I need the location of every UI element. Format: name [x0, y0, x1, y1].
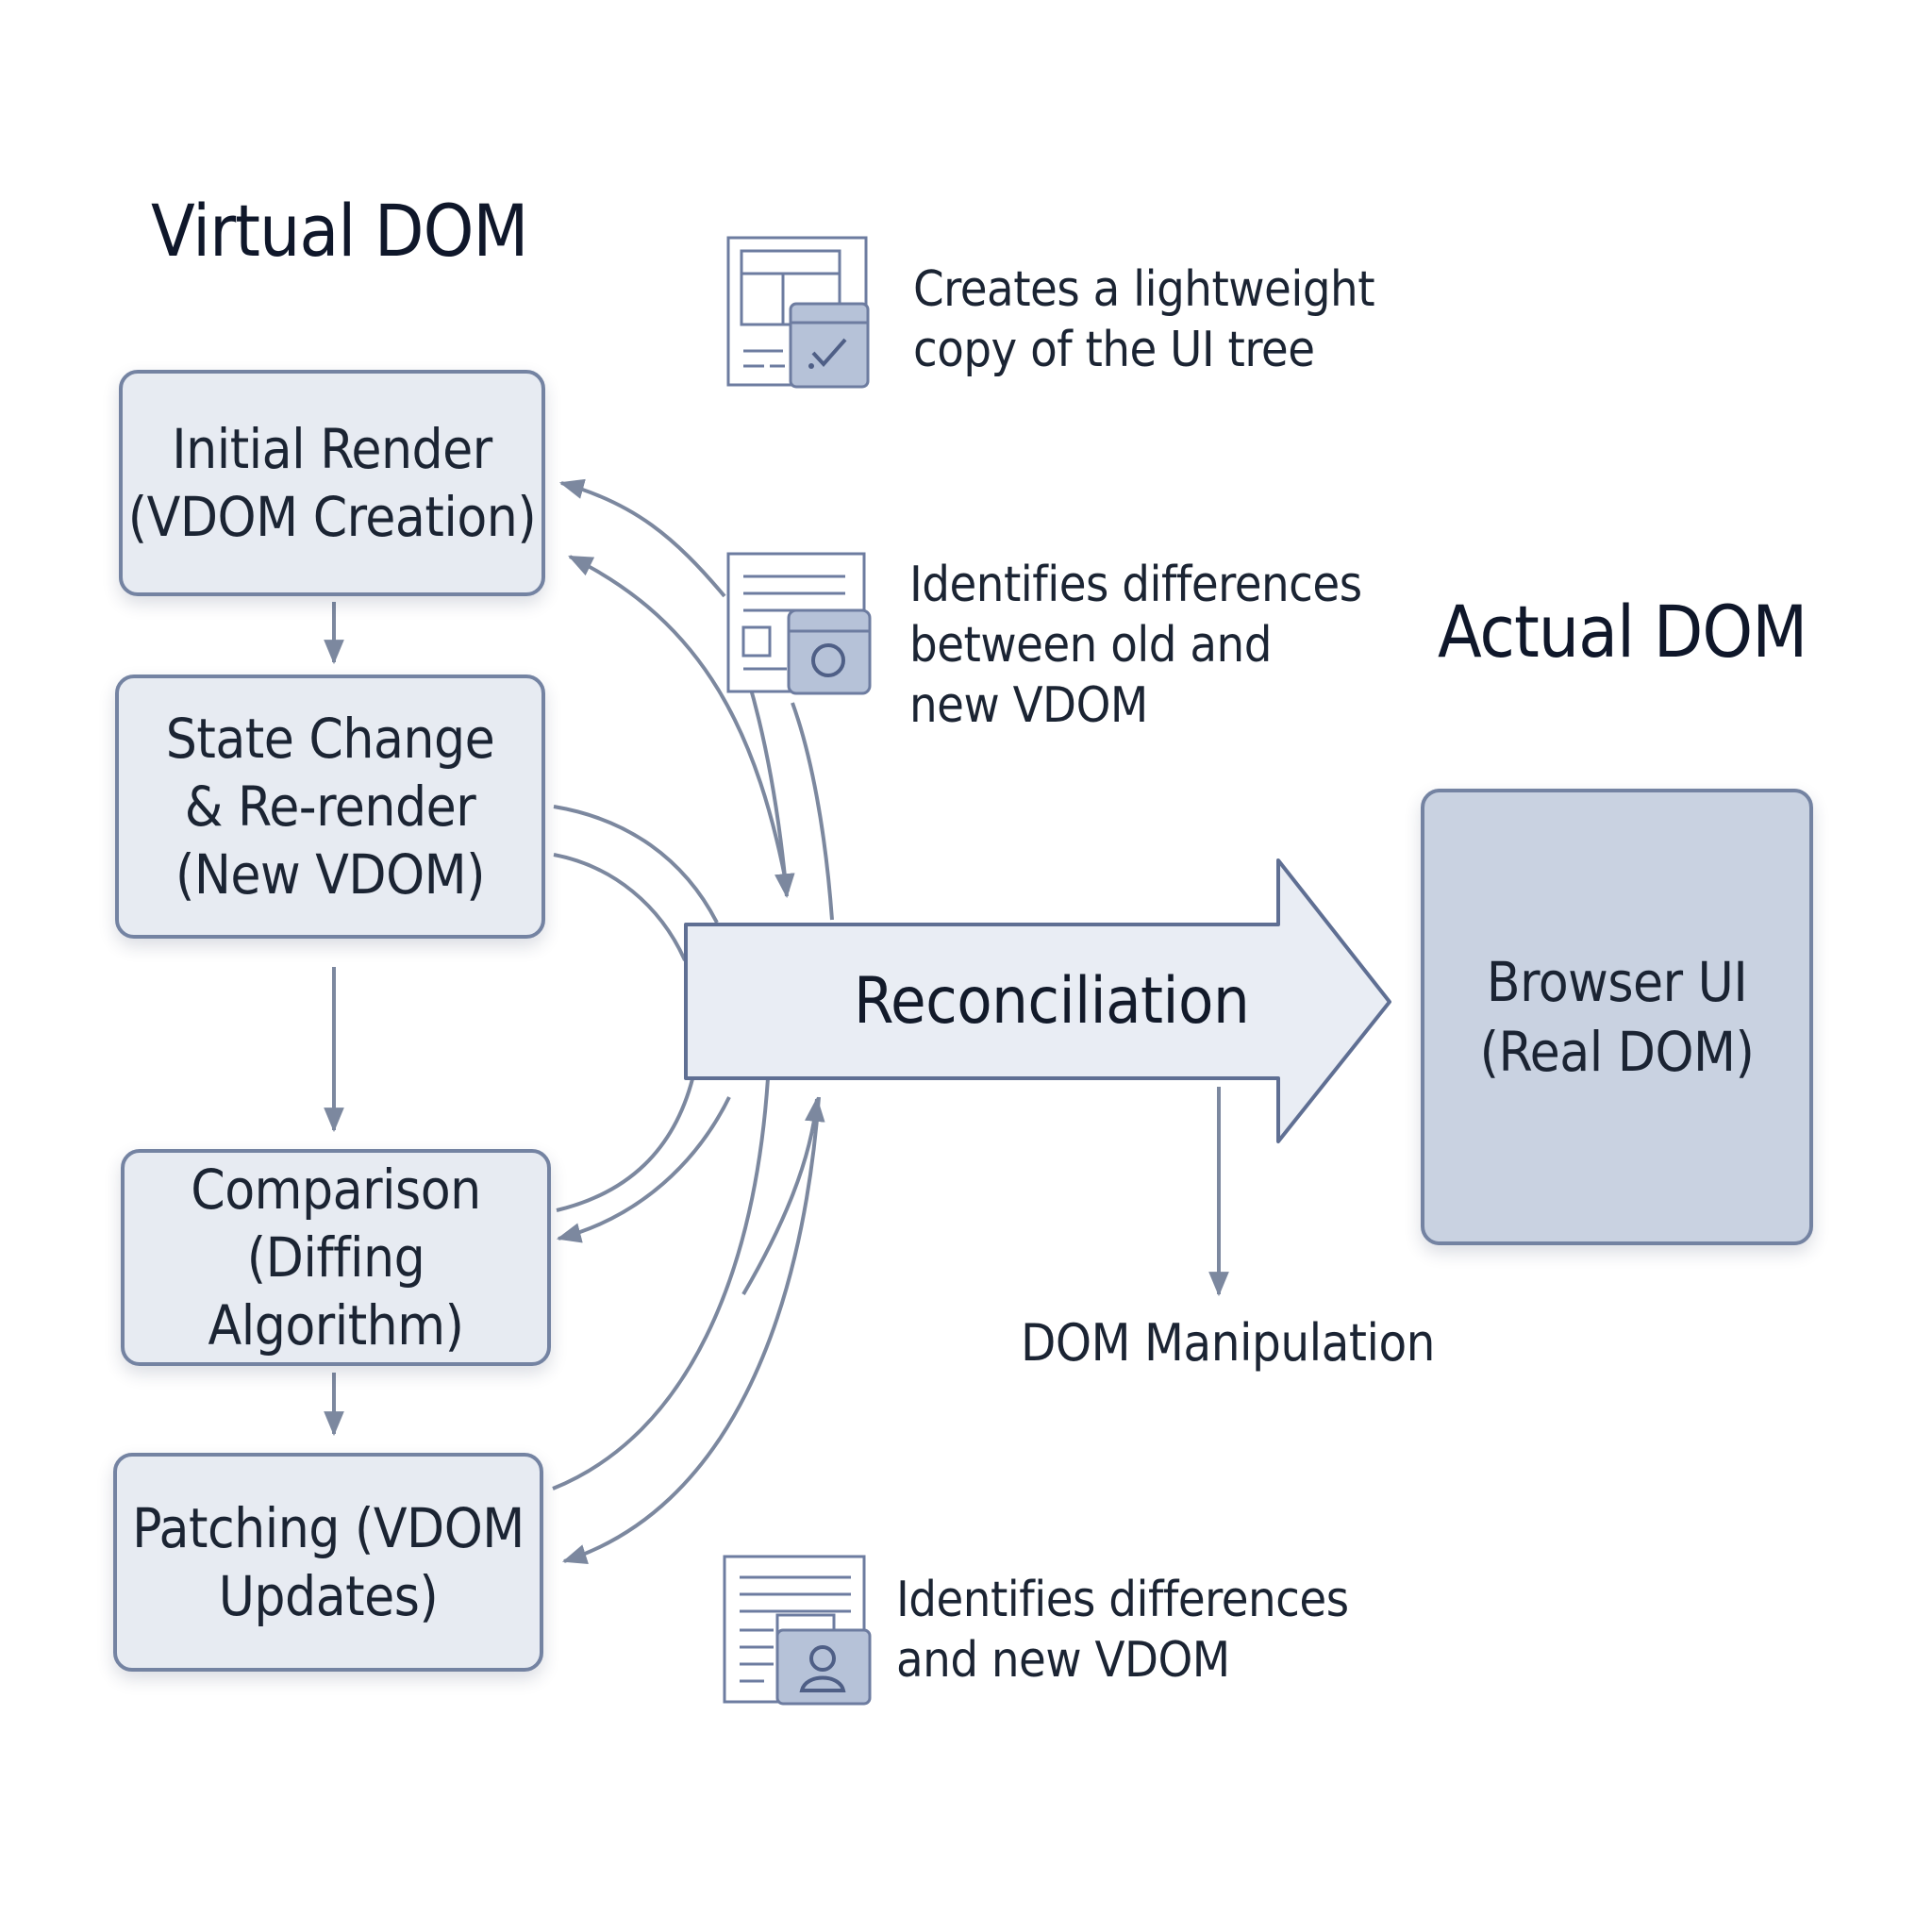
browser-ui-box: Browser UI (Real DOM) — [1421, 789, 1813, 1245]
ui-tree-check-icon — [726, 236, 870, 389]
actual-dom-heading: Actual DOM — [1438, 590, 1807, 674]
initial-render-label: Initial Render (VDOM Creation) — [127, 417, 537, 549]
curve-patch-to-reconcile — [552, 1077, 770, 1491]
patching-label: Patching (VDOM Updates) — [132, 1496, 525, 1628]
note-lightweight-copy: Creates a lightweight copy of the UI tre… — [913, 261, 1375, 378]
virtual-dom-heading: Virtual DOM — [151, 189, 528, 273]
curve-to-initial-render-1 — [558, 478, 726, 598]
curve-to-initial-render-2 — [568, 555, 790, 892]
state-change-label: State Change & Re-render (New VDOM) — [165, 707, 495, 907]
reconciliation-arrow — [684, 858, 1391, 1143]
curve-to-compare-up — [741, 1096, 825, 1296]
note-differences-new: Identifies differences and new VDOM — [896, 1572, 1349, 1689]
document-compare-icon — [726, 552, 872, 695]
comparison-label: Comparison (Diffing Algorithm) — [191, 1158, 481, 1357]
curve-reconcile-to-patch — [561, 1096, 821, 1565]
note-differences-old-new: Identifies differences between old and n… — [909, 557, 1362, 734]
state-change-box: State Change & Re-render (New VDOM) — [115, 675, 545, 939]
initial-render-box: Initial Render (VDOM Creation) — [119, 370, 545, 596]
curve-from-icon-to-reconcile-1 — [791, 702, 834, 921]
comparison-box: Comparison (Diffing Algorithm) — [121, 1149, 551, 1366]
reconciliation-label: Reconciliation — [854, 964, 1250, 1039]
document-user-icon — [723, 1555, 872, 1706]
browser-ui-label: Browser UI (Real DOM) — [1479, 950, 1755, 1084]
dom-manipulation-label: DOM Manipulation — [1021, 1313, 1435, 1373]
curve-state-to-reconcile-1 — [553, 805, 719, 924]
patching-box: Patching (VDOM Updates) — [113, 1453, 543, 1672]
curve-state-to-reconcile-2 — [553, 853, 687, 961]
curve-reconcile-to-compare-2 — [556, 1096, 731, 1243]
curve-reconcile-to-compare-1 — [556, 1074, 695, 1212]
